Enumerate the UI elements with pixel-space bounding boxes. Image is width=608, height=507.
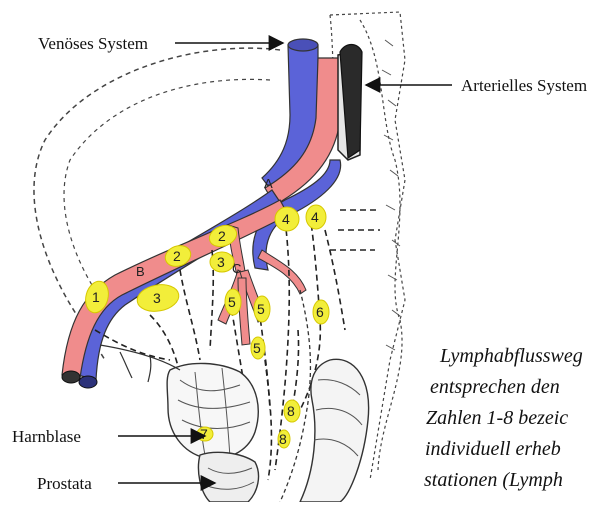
vessel-letter-c: C [232,261,241,276]
vena-cava-top [288,39,318,51]
vein-end [79,376,97,388]
node-label-4a: 4 [282,211,290,227]
node-label-5a: 5 [228,294,236,310]
label-arterial-system: Arterielles System [461,76,587,95]
caption-line-5: stationen (Lymph [424,469,563,491]
node-label-4b: 4 [311,209,319,225]
label-prostate: Prostata [37,474,92,493]
caption-line-3: Zahlen 1-8 bezeic [426,407,568,429]
vessel-letter-b: B [136,264,145,279]
bladder-shape [167,363,258,458]
artery-end [62,371,80,383]
spine-texture [382,40,400,350]
node-label-7: 7 [200,426,208,442]
node-label-2b: 2 [218,228,226,244]
node-label-5b: 5 [257,301,265,317]
prostate-shape [198,452,258,502]
side-artery-branch [258,250,306,294]
label-bladder: Harnblase [12,427,81,446]
node-label-1: 1 [92,289,100,305]
caption-line-2: entsprechen den [430,376,560,398]
node-label-6: 6 [316,304,324,320]
node-label-8a: 8 [287,403,295,419]
vessel-letter-a: A [264,176,273,191]
node-label-5c: 5 [253,340,261,356]
node-label-2a: 2 [173,248,181,264]
node-label-8b: 8 [279,431,287,447]
label-venous-system: Venöses System [38,34,148,53]
node-label-3a: 3 [153,290,161,306]
node-label-3b: 3 [217,254,225,270]
caption-line-1: Lymphabflussweg [439,345,583,367]
caption-line-4: individuell erheb [425,438,561,460]
